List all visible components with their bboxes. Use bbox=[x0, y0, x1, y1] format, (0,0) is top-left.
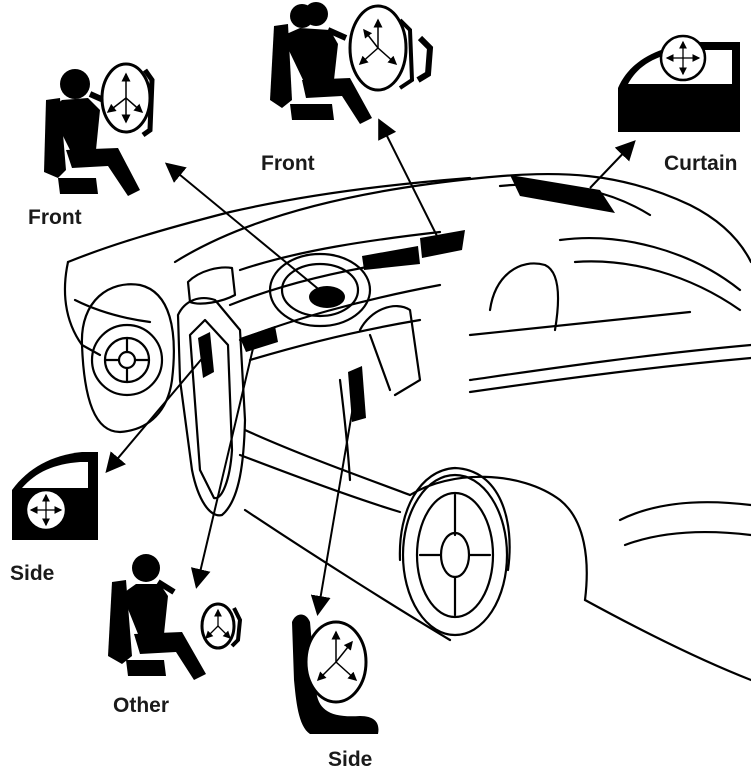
door-airbag-marker bbox=[198, 332, 214, 378]
label-other: Other bbox=[113, 694, 169, 718]
seat-airbag-marker bbox=[348, 366, 366, 422]
side-door-airbag-icon bbox=[12, 452, 98, 540]
arrow-other bbox=[197, 340, 255, 585]
curtain-airbag-marker bbox=[510, 175, 615, 213]
steering-airbag-marker bbox=[309, 286, 345, 308]
seat-side-airbag-icon bbox=[292, 615, 378, 735]
front-passenger-airbag-icon bbox=[270, 2, 430, 124]
knee-airbag-icon bbox=[108, 554, 240, 680]
arrow-side-bottom bbox=[318, 395, 355, 612]
label-curtain: Curtain bbox=[664, 152, 738, 176]
arrow-curtain bbox=[590, 143, 633, 188]
front-driver-airbag-icon bbox=[44, 64, 152, 196]
dash-airbag-marker bbox=[362, 246, 420, 270]
airbag-markers bbox=[198, 175, 615, 422]
label-front-top: Front bbox=[261, 152, 315, 176]
curtain-airbag-icon bbox=[618, 36, 740, 132]
label-side-left: Side bbox=[10, 562, 54, 586]
label-side-bottom: Side bbox=[328, 748, 372, 772]
label-front-left: Front bbox=[28, 206, 82, 230]
knee-airbag-marker bbox=[240, 326, 278, 352]
arrow-front-left bbox=[168, 165, 322, 292]
